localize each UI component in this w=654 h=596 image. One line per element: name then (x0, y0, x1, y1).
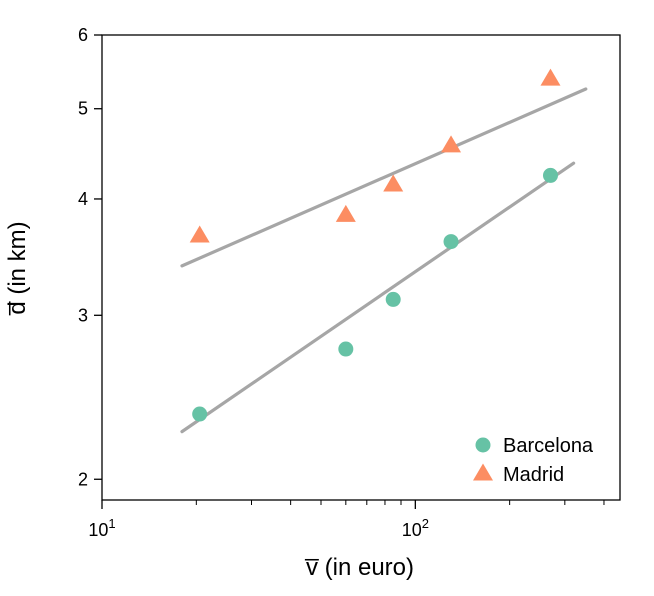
legend-label-barcelona: Barcelona (503, 435, 594, 457)
data-point-madrid (441, 135, 462, 153)
data-point-barcelona (385, 291, 401, 307)
data-points (189, 68, 561, 422)
data-point-madrid (189, 225, 210, 243)
y-axis-label: d̅ (in km) (4, 221, 31, 315)
y-tick-label: 2 (78, 469, 88, 489)
x-axis-label: v̅ (in euro) (305, 554, 414, 581)
x-tick-label: 102 (402, 516, 429, 540)
legend-marker-madrid (473, 463, 493, 481)
fit-line-madrid (180, 87, 588, 268)
y-tick-label: 3 (78, 305, 88, 325)
fit-lines (180, 87, 588, 434)
data-point-barcelona (192, 406, 208, 422)
axis-ticks: 2 3 4 5 6 101 102 (78, 25, 605, 540)
plot-frame (101, 34, 621, 501)
y-tick-label: 5 (78, 99, 88, 119)
y-tick-label: 6 (78, 25, 88, 45)
legend-marker-barcelona (475, 437, 491, 453)
data-point-madrid (540, 68, 561, 86)
data-point-barcelona (443, 234, 459, 250)
fit-line-barcelona (180, 161, 576, 434)
data-point-barcelona (338, 341, 354, 357)
legend-label-madrid: Madrid (503, 464, 564, 486)
data-point-barcelona (542, 167, 558, 183)
data-point-madrid (383, 174, 404, 192)
y-tick-label: 4 (78, 189, 88, 209)
x-tick-label: 101 (88, 516, 115, 540)
data-point-madrid (335, 204, 356, 222)
